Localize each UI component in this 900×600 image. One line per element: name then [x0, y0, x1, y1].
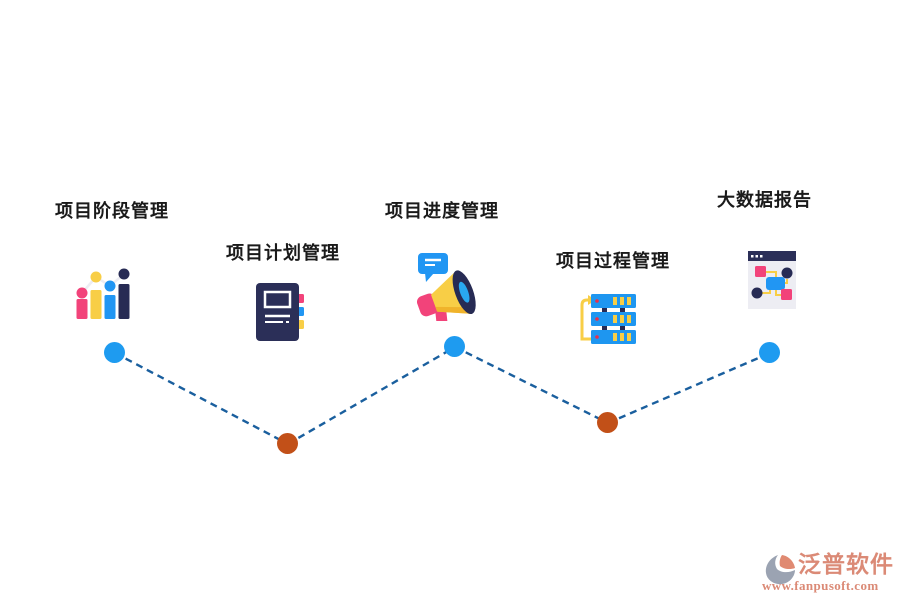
megaphone-icon — [413, 251, 485, 327]
node-dot-2 — [277, 433, 298, 454]
stage-label-5: 大数据报告 — [717, 190, 812, 210]
stage-label-4: 项目过程管理 — [556, 251, 670, 271]
watermark-brand: 泛普软件 — [798, 551, 894, 577]
bar-chart-icon — [75, 267, 133, 319]
report-window-icon — [748, 251, 798, 311]
node-dot-5 — [759, 342, 780, 363]
stage-label-3: 项目进度管理 — [385, 201, 499, 221]
connector-2-3 — [287, 345, 456, 446]
node-dot-4 — [597, 412, 618, 433]
stage-label-2: 项目计划管理 — [226, 243, 340, 263]
node-dot-1 — [104, 342, 125, 363]
watermark-url: www.fanpusoft.com — [762, 578, 879, 593]
watermark: 泛普软件 www.fanpusoft.com — [762, 551, 900, 595]
notebook-icon — [256, 283, 306, 343]
stage-label-1: 项目阶段管理 — [55, 201, 169, 221]
server-stack-icon — [574, 292, 638, 346]
fanpu-logo-icon — [765, 555, 795, 585]
connector-4-5 — [607, 351, 771, 425]
node-dot-3 — [444, 336, 465, 357]
connector-1-2 — [114, 351, 289, 446]
connector-3-4 — [454, 345, 609, 425]
